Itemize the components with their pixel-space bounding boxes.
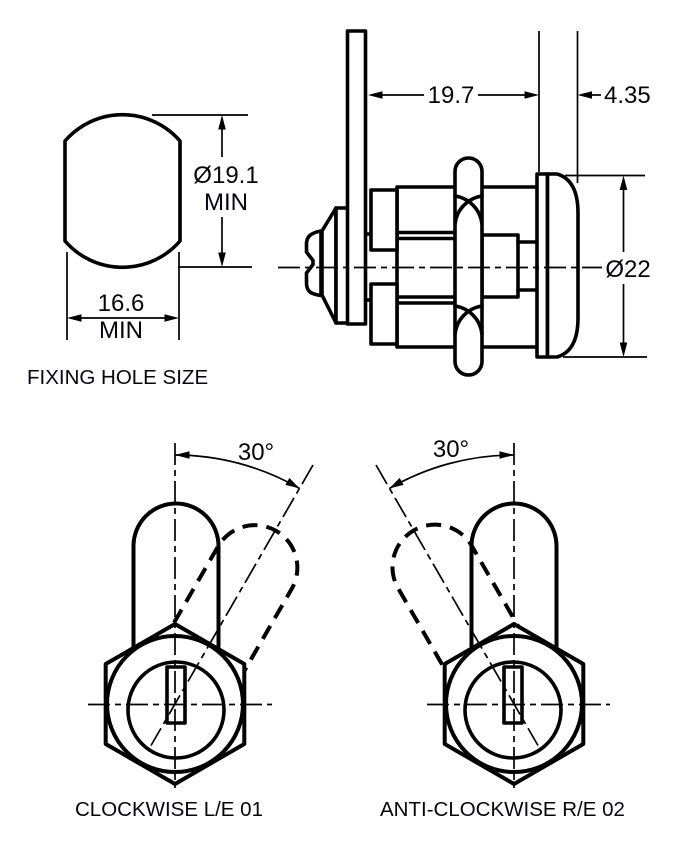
head-diameter-dimension: Ø22 — [563, 174, 651, 358]
barrel-shoulder-lines — [395, 230, 458, 305]
lock-core-plug — [480, 233, 520, 299]
centerlines — [375, 443, 610, 788]
anticlockwise-view: 30° ANTI-CLOCKWISE R/E 02 — [375, 436, 625, 821]
clockwise-caption: CLOCKWISE L/E 01 — [75, 798, 263, 821]
cam-solid — [131, 501, 221, 660]
angle-label: 30° — [433, 436, 469, 463]
fixing-hole-caption: FIXING HOLE SIZE — [27, 366, 208, 389]
arrowhead-down — [619, 342, 628, 357]
anticlockwise-caption: ANTI-CLOCKWISE R/E 02 — [380, 798, 625, 821]
cam-plate — [345, 29, 368, 326]
stop-lug-lower — [369, 282, 399, 346]
length-dimensions: 19.7 4.35 — [368, 31, 651, 183]
arrowhead-cw — [285, 477, 300, 489]
arrowhead-up — [619, 175, 628, 190]
cone-washer — [320, 206, 338, 325]
angle-dimension: 30° — [174, 439, 300, 490]
head-diameter-label: Ø22 — [605, 256, 650, 283]
stop-lug-upper — [369, 188, 399, 252]
lock-head — [545, 172, 580, 359]
diameter-min-label: MIN — [204, 189, 248, 216]
arrowhead-up — [218, 115, 226, 130]
angle-label: 30° — [238, 439, 274, 466]
clockwise-view: 30° CLOCKWISE L/E 01 — [75, 439, 314, 821]
cam-rotated-dashed — [390, 522, 530, 688]
arrowhead-ccw — [389, 477, 404, 489]
mounting-nut — [453, 156, 484, 377]
arrowhead-left2 — [577, 91, 592, 99]
arrowhead-left — [368, 91, 383, 99]
width-label: 16.6 — [98, 290, 145, 317]
head-depth-label: 4.35 — [604, 82, 651, 109]
cam-rotated-dashed — [160, 523, 300, 688]
arrowhead-right — [499, 451, 514, 459]
arrowhead-right — [164, 314, 179, 322]
fixing-hole-shape — [63, 112, 182, 270]
arrowhead-left — [175, 451, 190, 459]
width-min-label: MIN — [99, 317, 143, 344]
arrowhead-right — [524, 91, 539, 99]
cam-solid — [469, 501, 559, 660]
fixing-hole-extension-lines — [66, 114, 252, 340]
fixing-hole-view: Ø19.1 MIN 16.6 MIN FIXING HOLE SIZE — [27, 112, 259, 389]
arrowhead-left — [67, 314, 82, 322]
body-length-label: 19.7 — [428, 82, 475, 109]
centerlines — [88, 443, 314, 788]
diameter-label: Ø19.1 — [193, 162, 258, 189]
nut-chamfer-arcs — [453, 194, 484, 336]
cam-screw — [304, 229, 323, 298]
width-dimension: 16.6 MIN — [67, 290, 179, 344]
angle-dimension: 30° — [389, 436, 515, 490]
arrowhead-down — [218, 252, 226, 267]
lock-side-view: 19.7 4.35 Ø22 — [278, 29, 651, 377]
diameter-dimension: Ø19.1 MIN — [193, 115, 259, 267]
